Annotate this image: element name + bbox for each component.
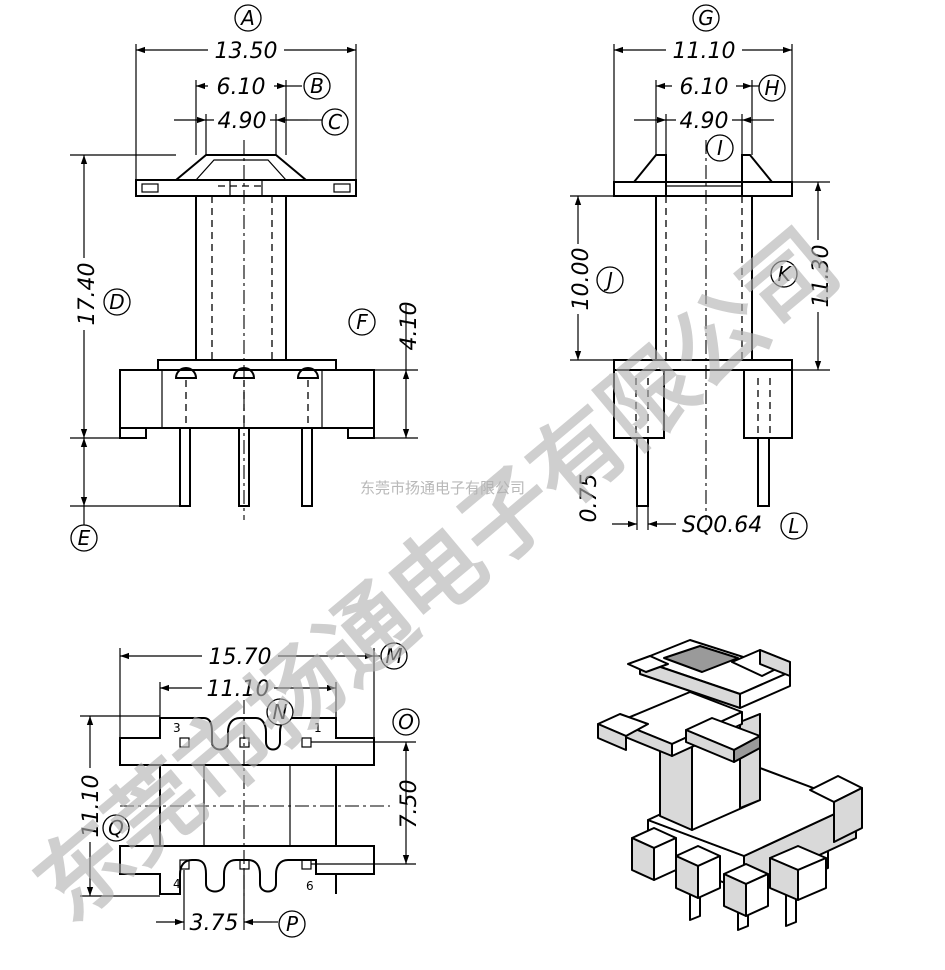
front-foot-right bbox=[347, 427, 375, 439]
dim-front-base: 4.10 bbox=[397, 302, 422, 351]
pin-number-3: 3 bbox=[173, 721, 181, 735]
callout-h: H bbox=[764, 76, 779, 100]
dim-front-width: 13.50 bbox=[215, 39, 278, 64]
dim-front-inner: 6.10 bbox=[217, 75, 266, 100]
side-base-top bbox=[613, 359, 793, 371]
callout-e: E bbox=[78, 526, 91, 550]
callout-d: D bbox=[109, 290, 124, 314]
side-top-rib-right bbox=[741, 154, 773, 196]
callout-f: F bbox=[356, 310, 368, 334]
front-pin-1 bbox=[179, 427, 191, 507]
pin-number-1: 1 bbox=[314, 721, 322, 735]
dim-front-core: 4.90 bbox=[218, 109, 267, 134]
pin-number-4: 4 bbox=[173, 877, 181, 891]
dim-bottom-depth: 11.10 bbox=[79, 775, 104, 838]
bottom-upper-flange bbox=[119, 717, 375, 766]
callout-o: O bbox=[398, 710, 414, 734]
dim-side-total: 11.30 bbox=[809, 245, 834, 308]
callout-k: K bbox=[777, 262, 792, 286]
callout-a: A bbox=[239, 6, 255, 30]
side-pin-right bbox=[757, 437, 770, 507]
dim-row-spacing: 7.50 bbox=[397, 780, 422, 829]
isometric-view bbox=[597, 639, 863, 931]
callout-g: G bbox=[698, 6, 714, 30]
side-pin-left bbox=[636, 437, 649, 507]
watermark-small: 东莞市扬通电子有限公司 bbox=[360, 479, 525, 497]
side-top-rib-left bbox=[633, 154, 667, 196]
bottom-body bbox=[159, 764, 337, 847]
callout-q: Q bbox=[108, 816, 124, 840]
callout-n: N bbox=[273, 700, 288, 724]
dim-side-core: 4.90 bbox=[680, 109, 729, 134]
front-top-flange bbox=[135, 179, 357, 197]
bottom-lower-flange bbox=[119, 845, 375, 895]
callout-i: I bbox=[717, 136, 723, 160]
dim-bottom-inner: 11.10 bbox=[207, 677, 270, 702]
dim-pin-standoff: 0.75 bbox=[577, 474, 602, 523]
dim-pin-size: SQ0.64 bbox=[682, 513, 762, 538]
front-pin-3 bbox=[301, 427, 313, 507]
callout-l: L bbox=[788, 514, 799, 538]
callout-j: J bbox=[603, 268, 613, 292]
side-top-flange bbox=[613, 181, 793, 197]
callout-m: M bbox=[385, 644, 402, 668]
callout-b: B bbox=[310, 74, 324, 98]
front-top-bridge bbox=[175, 154, 307, 181]
front-foot-left bbox=[119, 427, 147, 439]
side-view: 11.10 6.10 4.90 10.00 11.30 0.75 SQ0.64 … bbox=[566, 4, 834, 540]
dim-side-inner: 6.10 bbox=[680, 75, 729, 100]
callout-c: C bbox=[328, 110, 342, 134]
bottom-view: 3 1 4 6 15.70 11.10 11.10 7.50 3.75 bbox=[78, 642, 422, 938]
callout-p: P bbox=[286, 912, 299, 936]
dim-side-body: 10.00 bbox=[569, 248, 594, 311]
dim-pin-pitch: 3.75 bbox=[190, 911, 239, 936]
pin-number-6: 6 bbox=[306, 879, 314, 893]
front-view: 13.50 6.10 4.90 17.40 4.10 A B C D E F bbox=[70, 4, 422, 552]
dim-front-height: 17.40 bbox=[75, 263, 100, 326]
dim-bottom-width: 15.70 bbox=[209, 645, 272, 670]
dim-side-width: 11.10 bbox=[673, 39, 736, 64]
